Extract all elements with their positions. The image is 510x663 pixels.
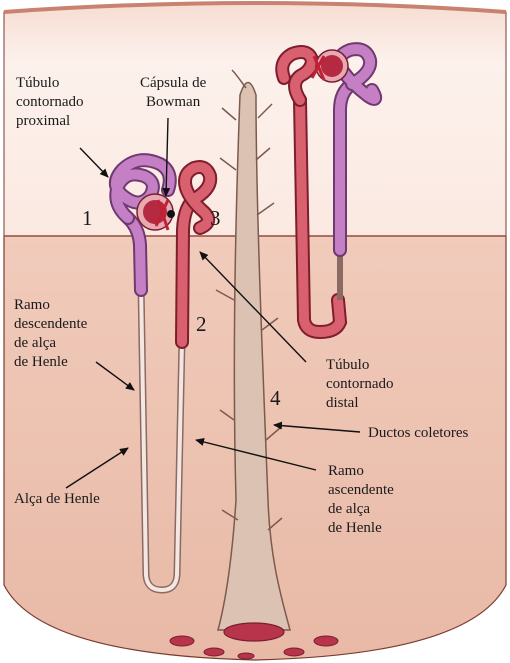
number-1: 1 bbox=[82, 206, 93, 231]
label-descending-limb: Ramo descendente de alça de Henle bbox=[14, 296, 87, 372]
number-2: 2 bbox=[196, 312, 207, 337]
label-bowman-capsule: Cápsula de Bowman bbox=[140, 74, 206, 112]
label-distal-tubule: Túbulo contornado distal bbox=[326, 356, 393, 413]
label-proximal-tubule: Túbulo contornado proximal bbox=[16, 74, 83, 131]
number-3: 3 bbox=[210, 206, 221, 231]
label-loop-of-henle: Alça de Henle bbox=[14, 490, 100, 509]
label-ascending-limb: Ramo ascendente de alça de Henle bbox=[328, 462, 394, 538]
number-4: 4 bbox=[270, 386, 281, 411]
label-collecting-ducts: Ductos coletores bbox=[368, 424, 468, 443]
